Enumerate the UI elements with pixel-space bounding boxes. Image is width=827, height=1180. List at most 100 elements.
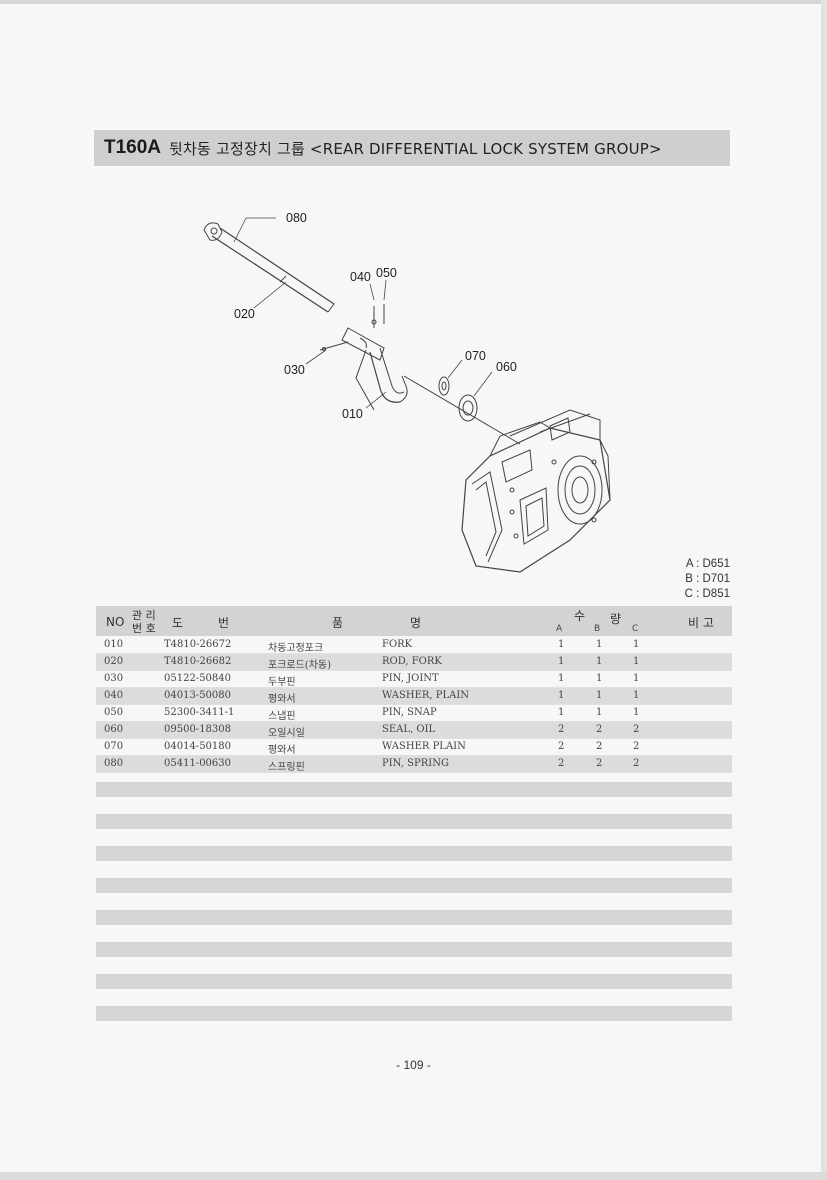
row-english-name: PIN, JOINT xyxy=(382,673,439,684)
row-part-number: 52300-3411-1 xyxy=(164,707,235,718)
row-qty-c: 1 xyxy=(633,690,640,701)
row-no: 060 xyxy=(104,724,124,735)
table-row: 050 52300-3411-1 스냅핀 PIN, SNAP 1 1 1 xyxy=(96,705,732,722)
group-code: T160A xyxy=(104,137,162,158)
model-b: B : D701 xyxy=(685,573,730,585)
row-qty-c: 2 xyxy=(633,741,640,752)
callout-050: 050 xyxy=(376,266,397,280)
empty-table-rows xyxy=(96,782,732,1022)
callout-040: 040 xyxy=(350,270,371,284)
row-qty-a: 1 xyxy=(558,673,565,684)
row-qty-b: 1 xyxy=(596,690,603,701)
page-edge-bottom xyxy=(0,1172,827,1180)
header-name-2: 명 xyxy=(410,616,422,630)
table-row: 020 T4810-26682 포크로드(차동) ROD, FORK 1 1 1 xyxy=(96,654,732,671)
row-no: 030 xyxy=(104,673,124,684)
header-col-a: A xyxy=(556,624,563,634)
parts-table-header: NO 관 리 번 호 도 번 품 명 수 량 A B C 비 고 xyxy=(96,606,732,636)
row-no: 010 xyxy=(104,639,124,650)
empty-row-stripe xyxy=(96,974,732,989)
callout-080: 080 xyxy=(286,211,307,225)
row-korean-name: 오일시일 xyxy=(268,728,305,739)
row-qty-b: 1 xyxy=(596,639,603,650)
row-qty-c: 1 xyxy=(633,707,640,718)
empty-row-stripe xyxy=(96,910,732,925)
row-english-name: WASHER PLAIN xyxy=(382,741,466,752)
row-part-number: T4810-26682 xyxy=(164,656,232,667)
row-qty-c: 1 xyxy=(633,656,640,667)
row-korean-name: 두부핀 xyxy=(268,677,296,688)
row-qty-b: 2 xyxy=(596,741,603,752)
row-part-number: 04014-50180 xyxy=(164,741,232,752)
row-korean-name: 포크로드(차동) xyxy=(268,660,332,671)
row-english-name: PIN, SNAP xyxy=(382,707,437,718)
header-remarks: 비 고 xyxy=(688,616,714,630)
header-drawing-2: 번 xyxy=(218,616,230,630)
page-edge-right xyxy=(821,0,827,1180)
exploded-parts-diagram: 080 040 050 020 030 070 060 010 xyxy=(203,211,611,573)
table-row: 070 04014-50180 평와서 WASHER PLAIN 2 2 2 xyxy=(96,739,732,756)
callout-070: 070 xyxy=(465,349,486,363)
empty-row-stripe xyxy=(96,878,732,893)
row-qty-c: 1 xyxy=(633,639,640,650)
header-col-c: C xyxy=(632,624,639,634)
row-qty-a: 1 xyxy=(558,707,565,718)
diagram-linework xyxy=(203,217,611,573)
row-qty-b: 1 xyxy=(596,656,603,667)
header-qty-1: 수 xyxy=(574,609,586,623)
header-drawing-1: 도 xyxy=(172,616,184,630)
model-a: A : D651 xyxy=(685,558,730,570)
row-korean-name: 평와서 xyxy=(268,694,296,705)
header-qty-2: 량 xyxy=(610,612,622,626)
header-mgmt-top: 관 리 xyxy=(132,609,156,622)
page-edge-top xyxy=(0,0,827,4)
row-part-number: T4810-26672 xyxy=(164,639,232,650)
callout-060: 060 xyxy=(496,360,517,374)
callout-030: 030 xyxy=(284,363,305,377)
model-legend: A : D651 B : D701 C : D851 xyxy=(660,557,730,602)
header-no: NO xyxy=(106,615,125,629)
callout-020: 020 xyxy=(234,307,255,321)
empty-row-stripe xyxy=(96,942,732,957)
group-title: 뒷차동 고정장치 그룹 <REAR DIFFERENTIAL LOCK SYST… xyxy=(169,139,662,158)
row-qty-c: 2 xyxy=(633,758,640,769)
row-english-name: PIN, SPRING xyxy=(382,758,449,769)
row-no: 050 xyxy=(104,707,124,718)
title-bar: T160A 뒷차동 고정장치 그룹 <REAR DIFFERENTIAL LOC… xyxy=(94,130,730,166)
row-korean-name: 스냅핀 xyxy=(268,711,296,722)
row-qty-b: 1 xyxy=(596,707,603,718)
header-name-1: 품 xyxy=(332,616,344,630)
row-no: 070 xyxy=(104,741,124,752)
row-qty-b: 1 xyxy=(596,673,603,684)
callout-010: 010 xyxy=(342,407,363,421)
row-part-number: 05122-50840 xyxy=(164,673,232,684)
empty-row-stripe xyxy=(96,782,732,797)
row-qty-c: 1 xyxy=(633,673,640,684)
row-no: 040 xyxy=(104,690,124,701)
empty-row-stripe xyxy=(96,1006,732,1021)
row-qty-b: 2 xyxy=(596,724,603,735)
row-korean-name: 평와서 xyxy=(268,745,296,756)
row-qty-a: 1 xyxy=(558,639,565,650)
row-qty-a: 2 xyxy=(558,758,565,769)
row-qty-c: 2 xyxy=(633,724,640,735)
row-english-name: SEAL, OIL xyxy=(382,724,436,735)
row-no: 080 xyxy=(104,758,124,769)
table-row: 060 09500-18308 오일시일 SEAL, OIL 2 2 2 xyxy=(96,722,732,739)
page-number: - 109 - xyxy=(396,1058,431,1072)
row-english-name: FORK xyxy=(382,639,413,650)
row-part-number: 05411-00630 xyxy=(164,758,232,769)
table-row: 010 T4810-26672 차동고정포크 FORK 1 1 1 xyxy=(96,637,732,654)
row-qty-a: 2 xyxy=(558,741,565,752)
model-c: C : D851 xyxy=(684,588,730,600)
row-part-number: 09500-18308 xyxy=(164,724,232,735)
empty-row-stripe xyxy=(96,846,732,861)
row-qty-a: 1 xyxy=(558,690,565,701)
table-row: 030 05122-50840 두부핀 PIN, JOINT 1 1 1 xyxy=(96,671,732,688)
parts-table-body: 010 T4810-26672 차동고정포크 FORK 1 1 1 020 T4… xyxy=(96,637,732,773)
empty-row-stripe xyxy=(96,814,732,829)
row-english-name: ROD, FORK xyxy=(382,656,442,667)
row-korean-name: 차동고정포크 xyxy=(268,643,324,654)
row-no: 020 xyxy=(104,656,124,667)
header-col-b: B xyxy=(594,624,601,634)
